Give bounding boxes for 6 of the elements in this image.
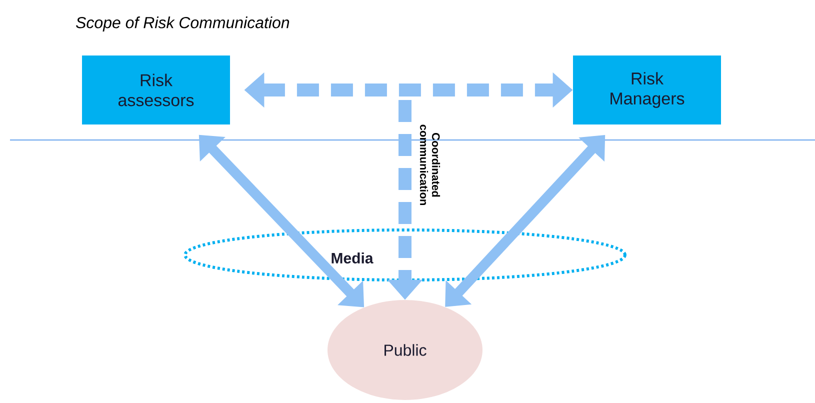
arrow (445, 135, 606, 307)
process-box: Risk assessors (82, 56, 230, 124)
title: Scope of Risk Communication (76, 16, 290, 32)
process-box: Risk Managers (573, 56, 721, 124)
media-label: Media (332, 252, 374, 264)
edge-label: Coordinated communication (420, 124, 440, 205)
